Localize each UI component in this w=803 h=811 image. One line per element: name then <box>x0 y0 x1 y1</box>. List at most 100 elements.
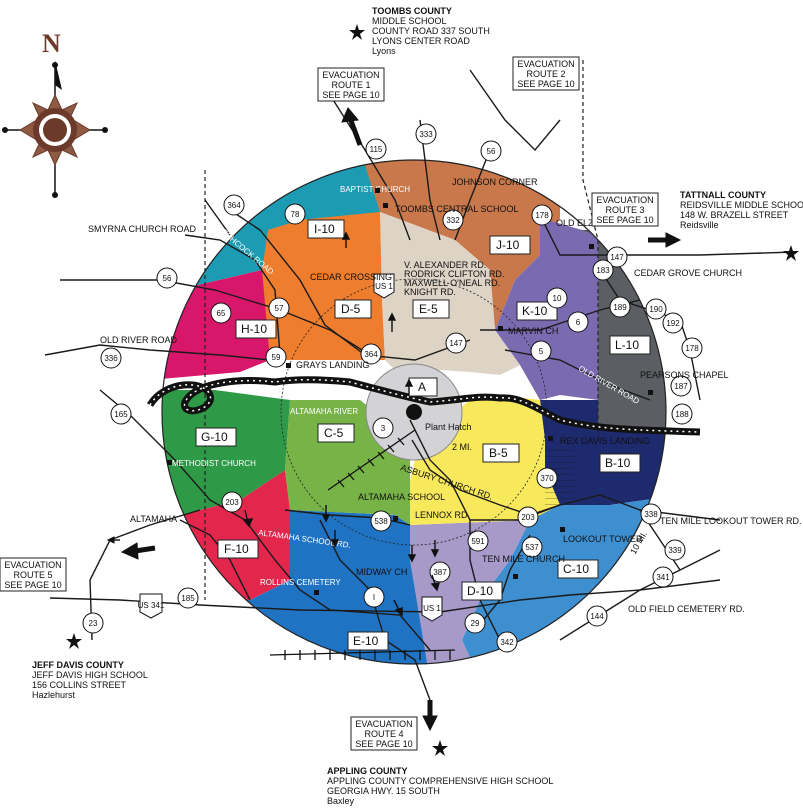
svg-text:203: 203 <box>521 513 535 522</box>
highway-shield-178b: 178 <box>681 337 703 359</box>
highway-shield-370: 370 <box>536 467 558 489</box>
railroad <box>269 429 456 660</box>
evac-route-5: EVACUATION ROUTE 5 SEE PAGE 10 <box>0 557 67 592</box>
zone-b10-label: B-10 <box>605 456 631 470</box>
us-shield-1-north: US 1 <box>373 273 395 299</box>
svg-text:REIDSVILLE MIDDLE SCHOOL: REIDSVILLE MIDDLE SCHOOL <box>680 200 803 210</box>
place-methodist-church: METHODIST CHURCH <box>172 459 256 468</box>
evac-route-1: EVACUATION ROUTE 1 SEE PAGE 10 <box>317 67 385 102</box>
svg-text:MIDDLE SCHOOL: MIDDLE SCHOOL <box>372 16 447 26</box>
highway-shield-332: 332 <box>442 209 464 231</box>
zone-j10-label: J-10 <box>496 238 520 252</box>
svg-text:LYONS CENTER ROAD: LYONS CENTER ROAD <box>372 36 470 46</box>
highway-shield-342: 342 <box>496 631 518 653</box>
svg-text:Reidsville: Reidsville <box>680 220 719 230</box>
highway-shield-78: 78 <box>284 203 306 225</box>
svg-text:SEE PAGE 10: SEE PAGE 10 <box>596 215 653 225</box>
svg-text:JEFF DAVIS HIGH SCHOOL: JEFF DAVIS HIGH SCHOOL <box>32 670 148 680</box>
svg-text:5: 5 <box>539 347 544 356</box>
highway-shield-187: 187 <box>670 375 692 397</box>
svg-text:EVACUATION: EVACUATION <box>322 70 379 80</box>
river-label: ALTAMAHA RIVER <box>290 407 358 416</box>
us-shield-1-south: US 1 <box>421 596 443 622</box>
compass-north-label: N <box>42 29 61 58</box>
zone-c10-label: C-10 <box>563 562 589 576</box>
highway-shield-178: 178 <box>531 204 553 226</box>
place-toombs-central: TOOMBS CENTRAL SCHOOL <box>395 204 519 214</box>
svg-text:192: 192 <box>666 319 680 328</box>
zone-d10-label: D-10 <box>467 584 493 598</box>
place-marvin: MARVIN CH <box>508 326 558 336</box>
highway-shield-56b: 56 <box>156 267 178 289</box>
svg-text:147: 147 <box>610 253 624 262</box>
road-smyrna: SMYRNA CHURCH ROAD <box>88 224 197 234</box>
svg-text:I: I <box>373 593 375 602</box>
svg-text:178: 178 <box>535 211 549 220</box>
svg-text:537: 537 <box>525 543 539 552</box>
zone-j10-area <box>360 160 560 330</box>
highway-shield-364b: 364 <box>360 343 382 365</box>
highway-shield-65: 65 <box>210 302 232 324</box>
zone-d5-full <box>262 212 385 360</box>
svg-text:57: 57 <box>275 304 284 313</box>
svg-text:190: 190 <box>649 305 663 314</box>
svg-text:ROUTE 4: ROUTE 4 <box>364 729 403 739</box>
svg-text:ROUTE 3: ROUTE 3 <box>605 205 644 215</box>
zone-f10-label: F-10 <box>224 542 249 556</box>
highway-shield-144: 144 <box>586 605 608 627</box>
place-pearsons: PEARSONS CHAPEL <box>640 370 729 380</box>
zone-c5-label: C-5 <box>324 426 344 440</box>
svg-text:591: 591 <box>471 537 485 546</box>
svg-text:165: 165 <box>114 410 128 419</box>
svg-text:29: 29 <box>471 619 480 628</box>
svg-text:341: 341 <box>656 573 670 582</box>
highway-shield-5: 5 <box>530 340 552 362</box>
highway-shield-29: 29 <box>464 612 486 634</box>
highway-shield-338: 338 <box>640 503 662 525</box>
svg-text:ROUTE 5: ROUTE 5 <box>13 570 52 580</box>
altamaha-river-dots <box>149 378 701 433</box>
road-old-river-west: OLD RIVER ROAD <box>100 335 178 345</box>
zone-e5-label: E-5 <box>419 302 438 316</box>
svg-text:342: 342 <box>500 638 514 647</box>
place-altamaha-school: ALTAMAHA SCHOOL <box>358 492 445 502</box>
shelter-stars <box>66 24 799 756</box>
svg-text:185: 185 <box>181 594 195 603</box>
svg-text:387: 387 <box>433 568 447 577</box>
svg-text:RODRICK CLIFTON RD.: RODRICK CLIFTON RD. <box>404 269 504 279</box>
svg-text:ROUTE 2: ROUTE 2 <box>526 69 565 79</box>
plant-hatch-label: Plant Hatch <box>425 422 472 432</box>
svg-text:189: 189 <box>613 303 627 312</box>
highway-shield-192: 192 <box>662 312 684 334</box>
place-grays-landing: GRAYS LANDING <box>296 360 369 370</box>
svg-text:US 341: US 341 <box>138 601 165 610</box>
svg-text:TATTNALL COUNTY: TATTNALL COUNTY <box>680 190 766 200</box>
svg-text:338: 338 <box>644 510 658 519</box>
svg-text:364: 364 <box>364 350 378 359</box>
zone-l10-label: L-10 <box>615 338 639 352</box>
svg-text:147: 147 <box>449 339 463 348</box>
svg-text:SEE PAGE 10: SEE PAGE 10 <box>355 739 412 749</box>
svg-text:V. ALEXANDER RD.: V. ALEXANDER RD. <box>404 260 486 270</box>
highway-shield-364: 364 <box>223 194 245 216</box>
highway-shield-185: 185 <box>177 587 199 609</box>
highway-shield-6: 6 <box>567 311 589 333</box>
ten-mile-ring <box>161 159 667 665</box>
highway-shield-333: 333 <box>415 123 437 145</box>
star-jeff-davis <box>66 633 82 649</box>
zone-a-label: A <box>418 380 426 394</box>
highway-shield-189: 189 <box>609 296 631 318</box>
compass-rose-icon: N <box>2 29 108 198</box>
highway-shield-387: 387 <box>429 561 451 583</box>
highway-shield-537: 537 <box>521 536 543 558</box>
highway-shield-188: 188 <box>671 403 693 425</box>
star-toombs <box>349 24 365 40</box>
svg-text:364: 364 <box>227 201 241 210</box>
svg-text:339: 339 <box>668 546 682 555</box>
highway-shield-538: 538 <box>370 510 392 532</box>
zone-h10-label: H-10 <box>241 322 267 336</box>
svg-text:65: 65 <box>217 309 226 318</box>
svg-text:59: 59 <box>272 353 281 362</box>
place-midway: MIDWAY CH <box>356 567 407 577</box>
